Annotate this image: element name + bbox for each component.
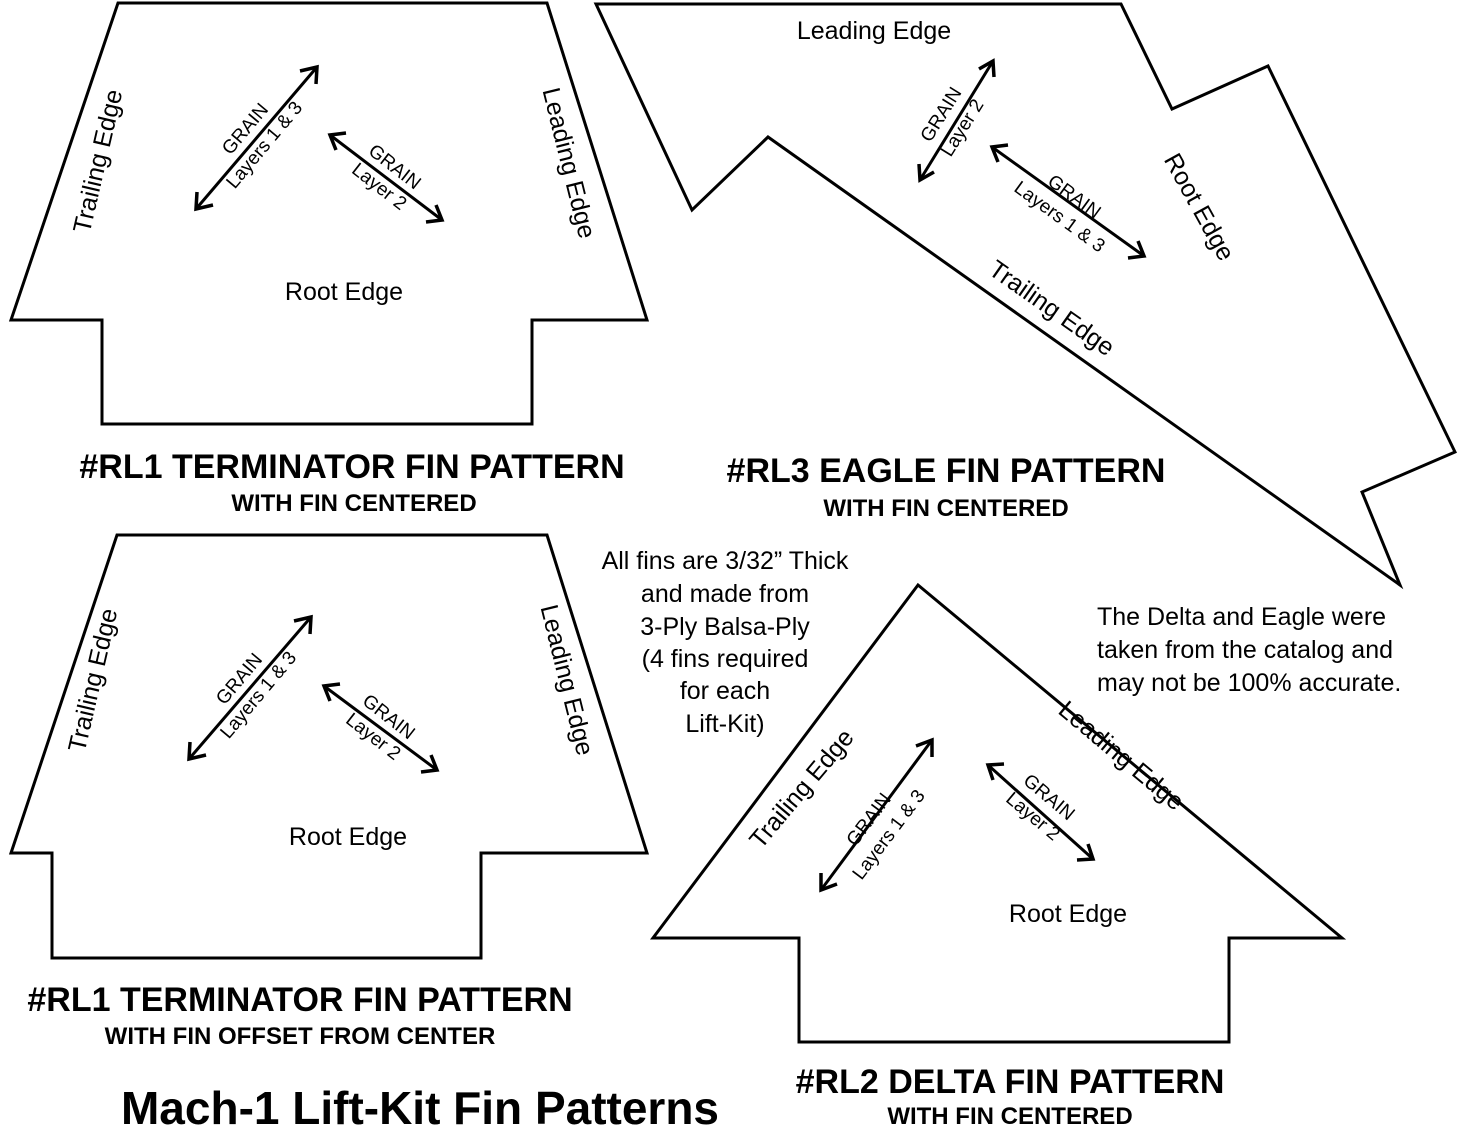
fin-rl3-centered: Leading Edge Root Edge Trailing Edge GRA… — [593, 2, 1457, 590]
accuracy-note: The Delta and Eagle were taken from the … — [1097, 603, 1401, 697]
grain-arrow-layers-1-3 — [187, 614, 313, 762]
fin-rl1-centered-outline — [8, 1, 650, 426]
fin-rl3-centered-outline — [593, 2, 1457, 590]
fin-rl1-offset: Trailing Edge Leading Edge Root Edge GRA… — [8, 533, 650, 1050]
thickness-note-line: (4 fins required — [642, 645, 809, 673]
thickness-note-line: 3-Ply Balsa-Ply — [640, 613, 810, 641]
leading-edge-label: Leading Edge — [797, 17, 951, 45]
grain-arrow-layer-2 — [321, 682, 440, 774]
pattern-subtitle: WITH FIN OFFSET FROM CENTER — [105, 1023, 496, 1050]
grain-arrow-layer-2 — [327, 131, 445, 224]
grain-arrow-layers-1-3 — [819, 737, 934, 893]
thickness-note: All fins are 3/32” Thick and made from 3… — [602, 547, 849, 738]
pattern-subtitle: WITH FIN CENTERED — [231, 490, 476, 517]
root-edge-label: Root Edge — [289, 823, 407, 851]
pattern-title: #RL1 TERMINATOR FIN PATTERN — [27, 981, 572, 1019]
grain-arrow-layer-2 — [917, 58, 996, 183]
fin-rl1-offset-outline — [8, 533, 650, 960]
root-edge-label: Root Edge — [1009, 900, 1127, 928]
grain-arrow-layers-1-3 — [194, 64, 319, 212]
root-edge-label: Root Edge — [285, 278, 403, 306]
grain-arrow-layers-1-3 — [989, 143, 1147, 260]
fin-rl1-centered: Trailing Edge Leading Edge Root Edge GRA… — [8, 1, 650, 517]
thickness-note-line: for each — [680, 677, 770, 705]
fin-rl2-centered: Trailing Edge Leading Edge Root Edge GRA… — [649, 582, 1347, 1128]
grain-arrow-layer-2 — [985, 762, 1096, 862]
pattern-title: #RL3 EAGLE FIN PATTERN — [727, 452, 1166, 490]
pattern-subtitle: WITH FIN CENTERED — [887, 1103, 1132, 1128]
fin-rl2-centered-outline — [649, 582, 1347, 1044]
pattern-title: #RL1 TERMINATOR FIN PATTERN — [79, 448, 624, 486]
thickness-note-line: Lift-Kit) — [685, 710, 764, 738]
pattern-subtitle: WITH FIN CENTERED — [823, 495, 1068, 522]
page-title: Mach-1 Lift-Kit Fin Patterns — [121, 1082, 719, 1128]
pattern-title: #RL2 DELTA FIN PATTERN — [796, 1063, 1225, 1101]
thickness-note-line: and made from — [641, 580, 809, 608]
thickness-note-line: All fins are 3/32” Thick — [602, 547, 849, 575]
accuracy-note-line: The Delta and Eagle were — [1097, 603, 1386, 631]
accuracy-note-line: taken from the catalog and — [1097, 636, 1393, 664]
accuracy-note-line: may not be 100% accurate. — [1097, 669, 1401, 697]
